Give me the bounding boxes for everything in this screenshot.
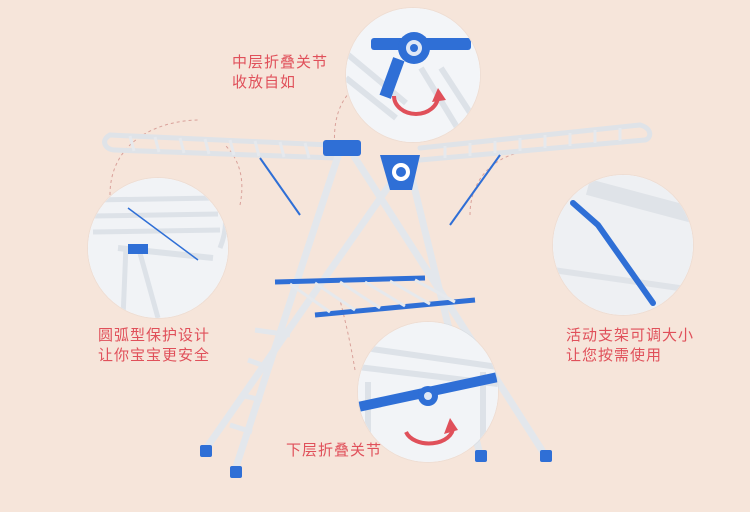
arc-design-detail-circle [88, 178, 228, 318]
rack-wings [102, 122, 653, 163]
arc-design-label: 圆弧型保护设计 让你宝宝更安全 [98, 325, 210, 365]
lower-joint-closeup [358, 322, 498, 462]
lower-joint-title: 下层折叠关节 [286, 441, 383, 459]
ladder-rungs [229, 327, 291, 435]
rack-feet [200, 445, 552, 478]
rotate-arrow-icon [392, 95, 440, 116]
adjustable-brace-label: 活动支架可调大小 让您按需使用 [566, 325, 694, 365]
middle-joint-detail-circle [346, 8, 480, 142]
brace-closeup [553, 175, 693, 315]
adjustable-brace-title: 活动支架可调大小 [566, 326, 695, 344]
arc-design-subtitle: 让你宝宝更安全 [98, 346, 211, 364]
arc-design-title: 圆弧型保护设计 [98, 326, 211, 344]
top-joints [323, 140, 420, 190]
rotate-arrow-icon [404, 426, 456, 446]
middle-joint-label: 中层折叠关节 收放自如 [232, 52, 328, 92]
adjustable-brace-detail-circle [553, 175, 693, 315]
middle-joint-title: 中层折叠关节 [232, 53, 329, 71]
lower-joint-detail-circle [358, 322, 498, 462]
lower-shelf [274, 275, 476, 318]
arc-end-closeup [88, 178, 228, 318]
middle-joint-subtitle: 收放自如 [232, 73, 297, 91]
middle-joint-closeup [346, 8, 480, 142]
wing-slats [128, 128, 622, 159]
lower-joint-label: 下层折叠关节 [286, 440, 382, 460]
adjustable-brace-subtitle: 让您按需使用 [566, 346, 663, 364]
blue-braces [259, 154, 501, 226]
